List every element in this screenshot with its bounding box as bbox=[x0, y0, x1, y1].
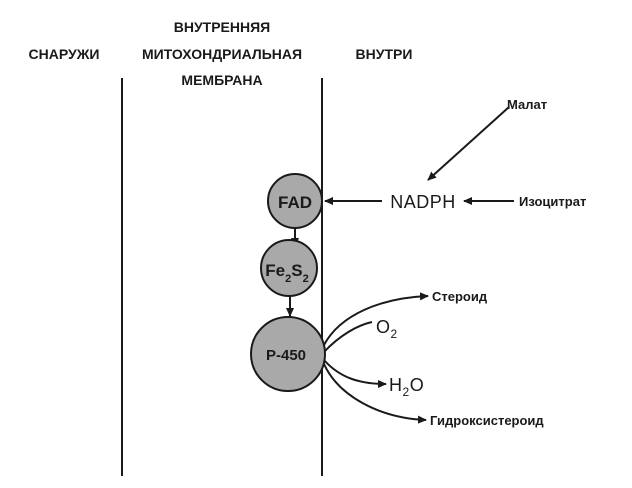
fad-node bbox=[267, 173, 323, 229]
fes-node bbox=[260, 239, 318, 297]
steroid-label: Стероид bbox=[432, 289, 488, 304]
curve-oxygen-to-p450 bbox=[323, 321, 373, 353]
fad-label: FAD bbox=[278, 193, 312, 212]
p450-label: P-450 bbox=[266, 347, 306, 364]
water-label: H2O bbox=[389, 375, 424, 399]
p450-node bbox=[250, 316, 326, 392]
hydroxysteroid-label: Гидроксистероид bbox=[430, 413, 544, 428]
malate-label: Малат bbox=[507, 97, 547, 112]
header-membrane-line1: ВНУТРЕННЯЯ bbox=[174, 19, 271, 35]
isocitrate-label: Изоцитрат bbox=[519, 194, 586, 209]
header-membrane-line2: МИТОХОНДРИАЛЬНАЯ bbox=[142, 46, 302, 62]
arrow-p450-to-water bbox=[323, 359, 387, 388]
header-inside: ВНУТРИ bbox=[356, 46, 413, 62]
fes-label: Fe2S2 bbox=[265, 261, 308, 285]
header-membrane-line3: МЕМБРАНА bbox=[181, 72, 262, 88]
arrow-steroid-to-p450 bbox=[323, 292, 429, 346]
arrow-p450-to-hydroxysteroid bbox=[323, 363, 427, 424]
header-outside: СНАРУЖИ bbox=[29, 46, 100, 62]
nadph-label: NADPH bbox=[390, 192, 456, 212]
oxygen-label: O2 bbox=[376, 317, 398, 341]
arrow-malate-to-nadph bbox=[427, 106, 510, 181]
